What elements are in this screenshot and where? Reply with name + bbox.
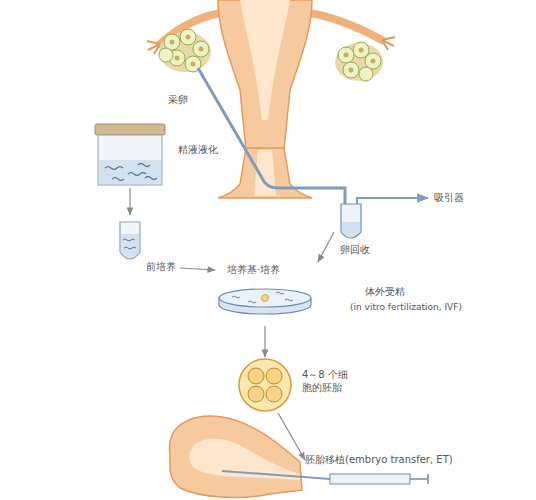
syringe-barrel xyxy=(330,474,410,484)
text-holder: (in vitro fertilization, IVF) xyxy=(350,302,462,313)
sperm xyxy=(105,167,123,170)
ovary-body xyxy=(335,43,383,81)
sample-step: 精液液化 xyxy=(92,120,222,188)
follicle xyxy=(343,62,359,78)
part-label: 采卵 xyxy=(168,94,188,107)
flow-arrow xyxy=(278,413,305,460)
syringe-plunger xyxy=(410,474,428,484)
egg xyxy=(349,68,354,73)
text-holder: 体外受精 xyxy=(365,286,405,299)
part-label: 吸引器 xyxy=(434,192,464,205)
embryo xyxy=(239,359,291,411)
egg xyxy=(344,53,349,58)
uterus xyxy=(147,0,395,198)
vagina-canal xyxy=(254,150,276,196)
flow-arrow xyxy=(180,268,215,270)
cell xyxy=(266,368,282,384)
cell xyxy=(266,386,282,402)
step-label: 精液液化 xyxy=(178,144,218,157)
text-holder: 卵回收 xyxy=(340,244,370,257)
flow-arrow xyxy=(318,232,334,262)
jar-lid xyxy=(95,124,165,135)
tube-glass xyxy=(120,222,140,259)
follicle xyxy=(359,67,373,81)
step-label: 4～8 个细胞的胚胎 xyxy=(302,369,354,394)
sample-step: 前培养 xyxy=(110,215,180,277)
transfer-syringe xyxy=(222,471,428,484)
follicle xyxy=(365,53,381,69)
label-holder: 采卵 xyxy=(168,94,188,107)
ovary xyxy=(159,29,211,72)
vagina xyxy=(218,148,312,198)
fertilization-step: 培养基·培养体外受精 (in vitro fertilization, IVF) xyxy=(215,262,475,326)
sperm xyxy=(128,173,146,176)
step-label: (in vitro fertilization, IVF) xyxy=(350,302,462,313)
embryo-membrane xyxy=(239,359,291,411)
uterus xyxy=(170,416,302,497)
step-label: 前培养 xyxy=(146,261,176,274)
retrieval-needle xyxy=(198,68,345,206)
egg xyxy=(191,62,196,67)
semen-jar xyxy=(95,124,165,185)
fimbria xyxy=(382,37,395,50)
embryo-step: 4～8 个细胞的胚胎 xyxy=(236,357,360,413)
tube-glass xyxy=(341,204,361,238)
text-holder: 胚胎移植(embryo transfer, ET) xyxy=(305,454,453,467)
text-holder: 前培养 xyxy=(146,261,176,274)
flow-arrow xyxy=(264,326,265,357)
connectors xyxy=(130,188,334,460)
step-label: 体外受精 xyxy=(365,286,405,299)
sperm xyxy=(285,299,293,301)
egg xyxy=(199,47,204,52)
text-holder: 精液液化 xyxy=(178,144,218,157)
uterus-cavity xyxy=(189,439,300,480)
follicle xyxy=(159,48,173,62)
sperm xyxy=(145,177,157,180)
culture-dish xyxy=(219,289,311,314)
follicle xyxy=(193,41,209,57)
label-holder: 吸引器 xyxy=(434,192,464,205)
ovary xyxy=(335,42,383,81)
text-holder: 4～8 个细胞的胚胎 xyxy=(302,369,354,394)
flow-arrow xyxy=(129,188,130,215)
sperm xyxy=(123,239,135,241)
egg xyxy=(371,59,376,64)
dish-top xyxy=(219,289,311,307)
sperm xyxy=(138,164,150,167)
step-label: 培养基·培养 xyxy=(227,264,280,277)
sperm xyxy=(276,292,284,294)
uterus-cavity xyxy=(240,0,290,120)
step-label: 胚胎移植(embryo transfer, ET) xyxy=(305,454,453,467)
fallopian-tube xyxy=(302,12,382,40)
cell xyxy=(248,386,264,402)
sperm xyxy=(124,247,136,249)
step-label: 卵回收 xyxy=(340,244,370,257)
uterus-body xyxy=(170,416,302,497)
jar-liquid xyxy=(99,160,161,184)
egg xyxy=(359,48,364,53)
aspirator-tube xyxy=(357,198,428,206)
jar-body xyxy=(98,135,162,185)
sample-step: 卵回收 xyxy=(334,200,384,259)
sperm xyxy=(232,296,240,298)
tube-liquid xyxy=(342,222,360,237)
egg xyxy=(262,295,269,302)
fimbria xyxy=(147,41,160,54)
culture-tube xyxy=(120,222,140,259)
transfer-step: 胚胎移植(embryo transfer, ET) xyxy=(305,453,480,469)
cell xyxy=(248,368,264,384)
egg xyxy=(170,40,175,45)
text-holder: 培养基·培养 xyxy=(227,264,280,277)
egg xyxy=(186,35,191,40)
collection-tube xyxy=(341,204,361,238)
tube-liquid xyxy=(121,234,139,258)
follicle xyxy=(338,47,354,63)
egg xyxy=(175,56,180,61)
sperm xyxy=(248,301,256,303)
follicle xyxy=(180,29,196,45)
catheter xyxy=(222,471,330,479)
sperm xyxy=(112,178,124,181)
